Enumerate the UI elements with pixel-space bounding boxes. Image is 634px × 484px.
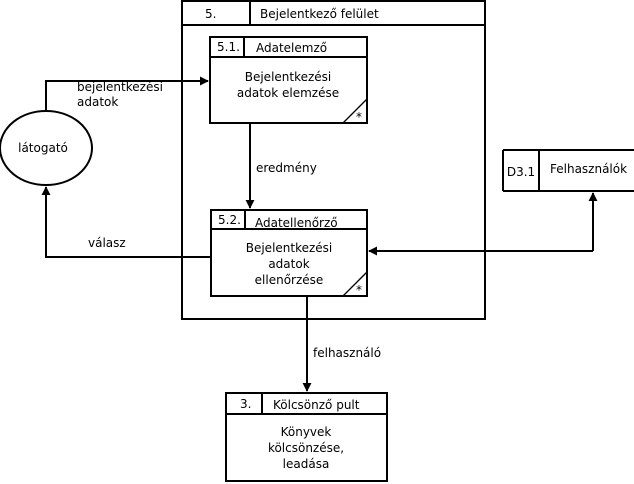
flow-user-label: felhasználó	[313, 346, 381, 360]
data-store-d3-1: D3.1 Felhasználók	[502, 149, 634, 192]
process-5-2-body-line-2: adatok	[268, 257, 309, 271]
process-5-1-body-line-1: Bejelentkezési	[245, 70, 332, 84]
flow-user: felhasználó	[302, 296, 381, 392]
process-5-2-body-line-3: ellenőrzése	[255, 273, 324, 287]
process-5-1-title: Adatelemző	[256, 41, 327, 55]
process-5-2-title: Adatellenőrző	[255, 216, 338, 230]
external-entity-latogato: látogató	[0, 110, 93, 186]
flow-response-label: válasz	[88, 236, 126, 250]
flow-login-data-label-line-1: bejelentkezési	[77, 80, 163, 94]
process-5-1-number: 5.1.	[217, 40, 240, 54]
process-3-body-line-3: leadása	[283, 457, 330, 471]
flow-user-store	[368, 192, 598, 256]
process-3-body-line-1: Könyvek	[281, 425, 332, 439]
process-5-1: 5.1. Adatelemző Bejelentkezési adatok el…	[209, 36, 368, 124]
process-5-1-body-line-2: adatok elemzése	[237, 86, 339, 100]
flow-login-data-label-line-2: adatok	[77, 95, 118, 109]
process-3-body-line-2: kölcsönzése,	[268, 441, 344, 455]
outer-process-title: Bejelentkező felület	[260, 7, 379, 21]
flow-response: válasz	[41, 186, 211, 258]
process-5-2-number: 5.2.	[218, 213, 241, 227]
process-5-2-corner-mark: *	[356, 283, 362, 297]
external-entity-label: látogató	[18, 141, 68, 155]
process-3-number: 3.	[240, 397, 251, 411]
process-3-title: Kölcsönző pult	[273, 398, 360, 412]
data-store-id: D3.1	[507, 165, 535, 179]
process-5-1-corner-mark: *	[356, 110, 362, 124]
flow-result-label: eredmény	[256, 161, 317, 175]
process-5-2-body-line-1: Bejelentkezési	[246, 241, 333, 255]
process-3: 3. Kölcsönző pult Könyvek kölcsönzése, l…	[225, 392, 388, 482]
outer-process-number: 5.	[205, 7, 216, 21]
flow-login-data: bejelentkezési adatok	[45, 76, 209, 111]
flow-result: eredmény	[245, 123, 317, 209]
process-5-2: 5.2. Adatellenőrző Bejelentkezési adatok…	[210, 209, 368, 297]
data-store-label: Felhasználók	[550, 162, 627, 176]
